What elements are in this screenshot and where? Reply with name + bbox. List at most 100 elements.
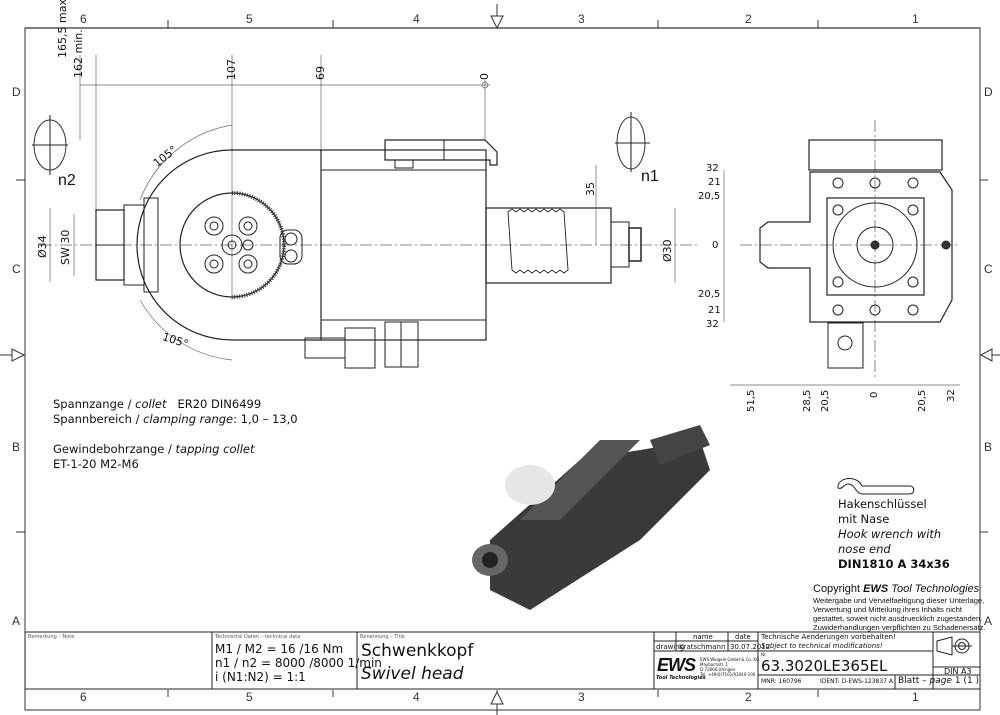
note-range-en: clamping range <box>143 412 234 426</box>
grid-col-3-bottom: 3 <box>578 690 585 704</box>
front-dim-20-5-left: 20,5 <box>820 389 831 412</box>
side-view <box>32 55 700 369</box>
front-dim-20-5-right: 20,5 <box>917 389 928 412</box>
address-line-1: EWS Weigele GmbH & Co. KG <box>700 657 760 662</box>
grid-row-b: B <box>12 440 21 454</box>
copyright-prefix: Copyright <box>813 583 864 595</box>
front-dim-21-top: 21 <box>708 177 721 188</box>
wrench-line-4: nose end <box>838 542 891 556</box>
grid-col-2-bottom: 2 <box>745 690 752 704</box>
note-clamping-range: Spannbereich / clamping range: 1,0 – 13,… <box>53 412 298 426</box>
name-header: name <box>693 633 713 641</box>
front-dim-21-bottom: 21 <box>708 305 721 316</box>
address-line-3: D-73066 Uhingen <box>700 667 736 672</box>
company-subtitle: Tool Technologies <box>656 675 706 681</box>
front-dim-20-5-top: 20,5 <box>698 191 721 202</box>
rotation-label-n1: n1 <box>641 168 659 185</box>
address-line-2: Maybachstr. 1 <box>700 662 729 667</box>
tech-data-label: Technische Daten – technical data <box>215 634 301 640</box>
sheet-number: Blatt – page 1 (1 ) <box>898 676 979 686</box>
copyright-brand: EWS <box>863 583 889 595</box>
grid-col-3: 3 <box>578 12 585 26</box>
tech-row-torque: M1 / M2 = 16 /16 Nm <box>215 642 344 656</box>
note-collet-spec: ER20 DIN6499 <box>177 397 262 411</box>
dim-107: 107 <box>225 59 238 80</box>
grid-col-6-bottom: 6 <box>80 690 87 704</box>
grid-col-2: 2 <box>745 12 752 26</box>
note-tapping: Gewindebohrzange / tapping collet <box>53 442 255 456</box>
dim-dia-30: Ø30 <box>661 239 674 262</box>
note-range-value: : 1,0 – 13,0 <box>233 412 298 426</box>
front-dim-28-5: 28,5 <box>802 389 813 412</box>
sheet-label-de: Blatt – <box>898 676 930 686</box>
ident-value: IDENT: D-EWS-123837 A <box>820 678 894 685</box>
grid-col-5: 5 <box>246 12 253 26</box>
grid-row-a-right: A <box>984 614 993 628</box>
grid-col-5-bottom: 5 <box>246 690 253 704</box>
front-dim-32-top: 32 <box>706 163 719 174</box>
title-label: Benennung – Title <box>360 634 405 640</box>
tech-row-ratio: i (N1:N2) = 1:1 <box>215 670 306 684</box>
copyright-line-1: Weitergabe und Vervielfaeltigung dieser … <box>813 596 985 605</box>
drawing-date: 30.07.2012 <box>730 643 771 651</box>
front-dim-32-bottom: 32 <box>706 319 719 330</box>
front-dim-0: 0 <box>712 240 719 251</box>
front-dim-51-5: 51,5 <box>746 389 757 412</box>
drawing-frame <box>16 20 988 711</box>
dim-sw-30: SW 30 <box>59 229 72 265</box>
front-dim-20-5-bottom: 20,5 <box>698 289 721 300</box>
sheet-value: 1 (1 ) <box>954 676 980 686</box>
sheet-label-en: page <box>929 676 952 686</box>
copyright-line-3: gestattet, soweit nicht ausdruecklich zu… <box>813 614 983 623</box>
title-german: Schwenkkopf <box>361 641 474 661</box>
grid-row-c-right: C <box>984 262 993 276</box>
copyright-heading: Copyright EWS Tool Technologies <box>813 583 979 595</box>
company-logo: EWS <box>657 655 696 675</box>
grid-row-b-right: B <box>984 440 993 454</box>
address-line-4: Tel. +49(0)7161/93040-100 <box>700 672 756 677</box>
grid-col-1: 1 <box>912 12 919 26</box>
front-view <box>723 120 960 386</box>
grid-row-a: A <box>12 614 21 628</box>
note-collet-en: collet <box>135 397 167 411</box>
dim-69: 69 <box>314 66 327 80</box>
dim-0: 0 <box>478 73 491 80</box>
dim-165-5-max: 165,5 max. <box>56 0 69 58</box>
mnr-value: MNR: 160796 <box>761 678 802 685</box>
note-tapping-spec: ET-1-20 M2-M6 <box>53 457 139 471</box>
part-number: 63.3020LE365EL <box>761 657 888 675</box>
dim-dia-34: Ø34 <box>36 235 49 258</box>
front-dim-0-bottom: 0 <box>869 391 880 398</box>
note-field-label: Bemerkung – Note <box>28 634 75 640</box>
dim-35: 35 <box>584 182 597 196</box>
copyright-line-2: Verwertung und Mitteilung ihres Inhalts … <box>813 605 963 614</box>
dim-162-min: 162 min. <box>72 29 85 78</box>
paper-format: DIN A3 <box>944 667 972 676</box>
modification-notice-en: Subject to technical modifications! <box>761 642 883 650</box>
note-collet: Spannzange / collet ER20 DIN6499 <box>53 397 262 411</box>
number-label: Nr. <box>761 652 767 657</box>
front-dim-32-right: 32 <box>946 389 957 402</box>
tech-row-speed: n1 / n2 = 8000 /8000 1/min <box>215 656 382 670</box>
hook-wrench-icon <box>837 478 915 495</box>
grid-row-d: D <box>12 85 21 99</box>
drawing-label: drawing <box>656 643 685 651</box>
modification-notice-de: Technische Aenderungen vorbehalten! <box>761 633 896 641</box>
copyright-suffix: Tool Technologies <box>888 583 980 595</box>
wrench-line-3: Hook wrench with <box>838 527 942 541</box>
rotation-label-n2: n2 <box>58 172 76 189</box>
note-tapping-en: tapping collet <box>175 442 255 456</box>
grid-col-4-bottom: 4 <box>413 690 420 704</box>
wrench-line-5: DIN1810 A 34x36 <box>838 557 950 571</box>
grid-col-6: 6 <box>80 12 87 26</box>
note-collet-de: Spannzange <box>53 397 124 411</box>
note-range-de: Spannbereich <box>53 412 132 426</box>
note-tapping-de: Gewindebohrzange <box>53 442 165 456</box>
grid-row-d-right: D <box>984 85 993 99</box>
grid-row-c: C <box>12 262 21 276</box>
wrench-line-2: mit Nase <box>838 512 890 526</box>
date-header: date <box>735 633 751 641</box>
drawer-name: Kratschmann <box>679 643 726 651</box>
grid-col-1-bottom: 1 <box>912 690 919 704</box>
